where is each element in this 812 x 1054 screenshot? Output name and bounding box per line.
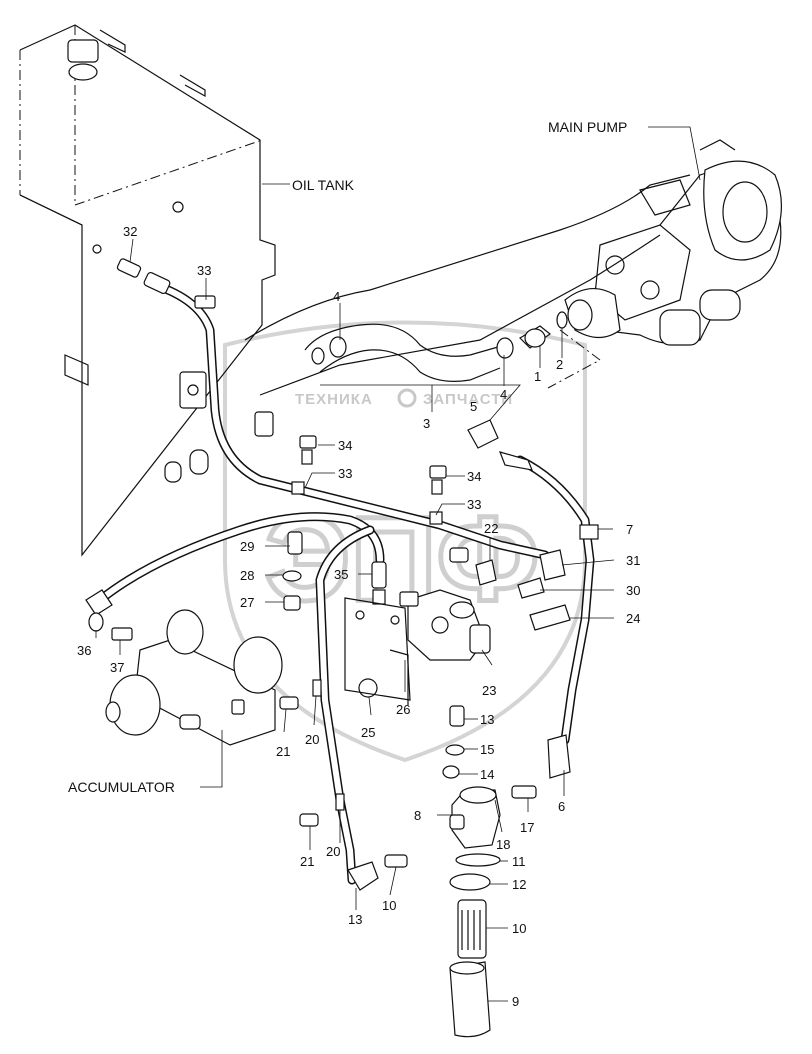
callout-27: 27 bbox=[240, 595, 254, 610]
accumulator-label: ACCUMULATOR bbox=[68, 779, 175, 795]
gear-icon bbox=[397, 388, 417, 408]
callout-21: 21 bbox=[300, 854, 314, 869]
callout-14: 14 bbox=[480, 767, 494, 782]
callout-4: 4 bbox=[500, 387, 507, 402]
callout-23: 23 bbox=[482, 683, 496, 698]
callout-8: 8 bbox=[414, 808, 421, 823]
callout-20: 20 bbox=[305, 732, 319, 747]
valve-block bbox=[399, 589, 491, 661]
hoses bbox=[95, 280, 595, 885]
callout-17: 17 bbox=[520, 820, 534, 835]
callout-33: 33 bbox=[338, 466, 352, 481]
fittings bbox=[85, 258, 599, 891]
watermark-left-text: ТЕХНИКА bbox=[295, 391, 373, 408]
callout-31: 31 bbox=[626, 553, 640, 568]
callout-7: 7 bbox=[626, 522, 633, 537]
callout-5: 5 bbox=[470, 399, 477, 414]
accumulator bbox=[105, 609, 283, 746]
callout-33: 33 bbox=[467, 497, 481, 512]
text-labels: MAIN PUMP OIL TANK ACCUMULATOR 1 2 3 4 4… bbox=[68, 119, 640, 1009]
callout-30: 30 bbox=[626, 583, 640, 598]
callout-1: 1 bbox=[534, 369, 541, 384]
callout-32: 32 bbox=[123, 224, 137, 239]
callout-10: 10 bbox=[382, 898, 396, 913]
callout-25: 25 bbox=[361, 725, 375, 740]
callout-4: 4 bbox=[333, 289, 340, 304]
callout-9: 9 bbox=[512, 994, 519, 1009]
callout-6: 6 bbox=[558, 799, 565, 814]
callout-15: 15 bbox=[480, 742, 494, 757]
callout-26: 26 bbox=[396, 702, 410, 717]
callout-2: 2 bbox=[556, 357, 563, 372]
callout-29: 29 bbox=[240, 539, 254, 554]
callout-28: 28 bbox=[240, 568, 254, 583]
suction-pipe bbox=[244, 174, 691, 396]
fitting-1 bbox=[519, 325, 552, 349]
callout-37: 37 bbox=[110, 660, 124, 675]
bracket-plate bbox=[344, 597, 411, 705]
callout-12: 12 bbox=[512, 877, 526, 892]
main-pump-label: MAIN PUMP bbox=[548, 119, 627, 135]
callout-34: 34 bbox=[467, 469, 481, 484]
callout-10: 10 bbox=[512, 921, 526, 936]
oil-tank bbox=[19, 24, 276, 557]
filter-assembly bbox=[449, 786, 501, 1038]
oil-tank-label: OIL TANK bbox=[292, 177, 355, 193]
callout-20: 20 bbox=[326, 844, 340, 859]
callout-24: 24 bbox=[626, 611, 640, 626]
callout-34: 34 bbox=[338, 438, 352, 453]
callout-11: 11 bbox=[512, 854, 526, 869]
o-ring-2 bbox=[556, 311, 568, 329]
callout-13: 13 bbox=[480, 712, 494, 727]
callout-18: 18 bbox=[496, 837, 510, 852]
main-pump bbox=[564, 139, 783, 346]
callout-3: 3 bbox=[423, 416, 430, 431]
callout-33: 33 bbox=[197, 263, 211, 278]
watermark-right-text: ЗАПЧАСТИ bbox=[423, 391, 513, 408]
callout-35: 35 bbox=[334, 567, 348, 582]
callout-21: 21 bbox=[276, 744, 290, 759]
callout-36: 36 bbox=[77, 643, 91, 658]
leader-lines bbox=[95, 126, 701, 1002]
callout-13: 13 bbox=[348, 912, 362, 927]
callout-22: 22 bbox=[484, 521, 498, 536]
